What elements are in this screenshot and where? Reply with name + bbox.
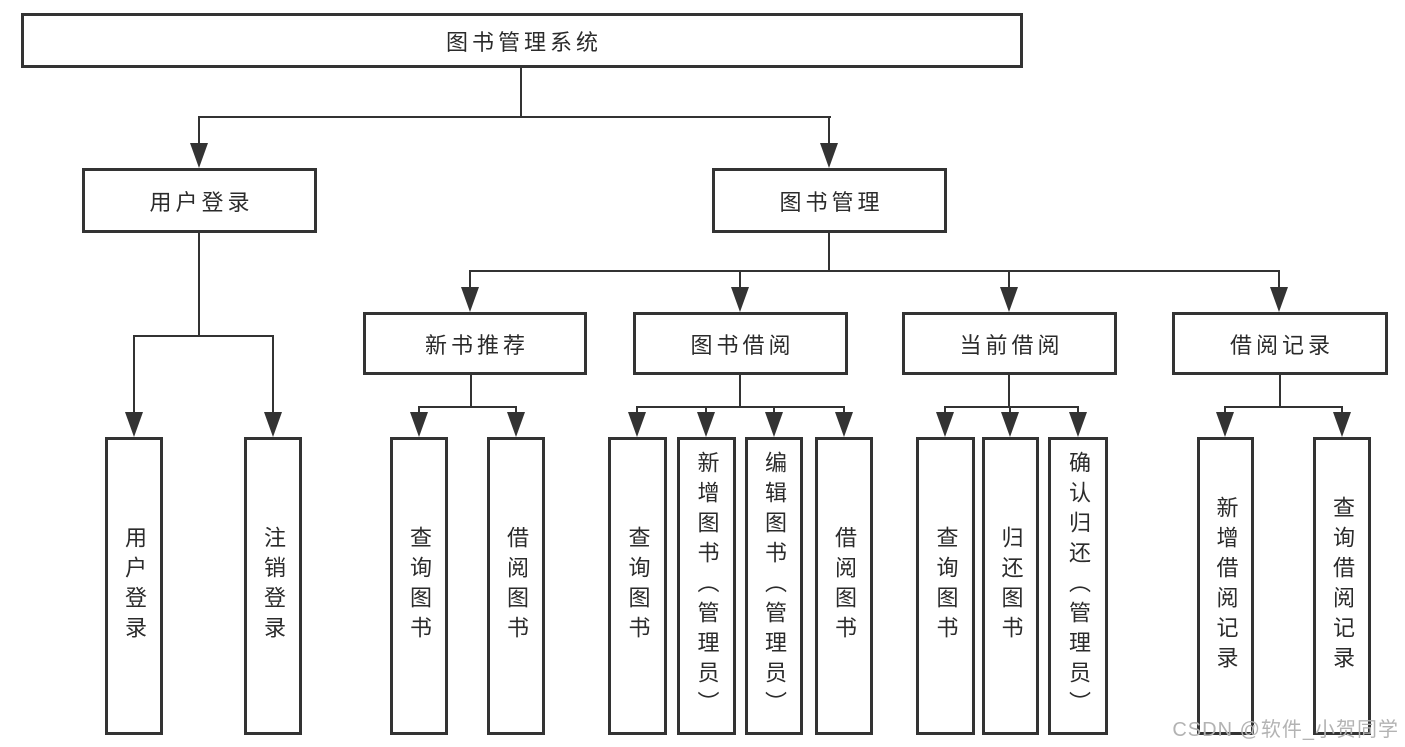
node-book-management: 图书管理: [712, 168, 947, 233]
connector-line: [1341, 406, 1343, 415]
node-root-library-system: 图书管理系统: [21, 13, 1023, 68]
arrow-down-icon: [461, 287, 479, 312]
arrow-down-icon: [264, 412, 282, 437]
connector-line: [944, 406, 946, 415]
leaf-bb-add-books-admin: 新增图书（管理员）: [677, 437, 736, 735]
arrow-down-icon: [410, 412, 428, 437]
connector-line: [198, 116, 200, 148]
connector-line: [198, 116, 831, 118]
connector-line: [1077, 406, 1079, 415]
arrow-down-icon: [765, 412, 783, 437]
connector-line: [418, 406, 517, 408]
leaf-logout: 注销登录: [244, 437, 302, 735]
connector-line: [470, 375, 472, 408]
connector-line: [773, 406, 775, 415]
connector-line: [469, 270, 471, 292]
connector-line: [1009, 406, 1011, 415]
leaf-cb-confirm-return-admin: 确认归还（管理员）: [1048, 437, 1108, 735]
connector-line: [1224, 406, 1343, 408]
leaf-user-login: 用户登录: [105, 437, 163, 735]
connector-line: [198, 233, 200, 337]
arrow-down-icon: [1000, 287, 1018, 312]
arrow-down-icon: [820, 143, 838, 168]
leaf-bb-edit-books-admin: 编辑图书（管理员）: [745, 437, 803, 735]
connector-line: [739, 270, 741, 292]
leaf-nbr-borrow-books: 借阅图书: [487, 437, 545, 735]
connector-line: [1008, 270, 1010, 292]
connector-line: [739, 375, 741, 408]
csdn-watermark: CSDN @软件_小贺同学: [1172, 719, 1399, 741]
connector-line: [515, 406, 517, 415]
arrow-down-icon: [507, 412, 525, 437]
connector-line: [1278, 270, 1280, 292]
connector-line: [828, 233, 830, 272]
arrow-down-icon: [190, 143, 208, 168]
leaf-nbr-query-books: 查询图书: [390, 437, 448, 735]
arrow-down-icon: [125, 412, 143, 437]
connector-line: [469, 270, 1280, 272]
leaf-bb-query-books: 查询图书: [608, 437, 667, 735]
arrow-down-icon: [1216, 412, 1234, 437]
connector-line: [828, 116, 830, 148]
arrow-down-icon: [628, 412, 646, 437]
connector-line: [944, 406, 1079, 408]
leaf-br-query-borrow-record: 查询借阅记录: [1313, 437, 1371, 735]
connector-line: [133, 335, 274, 337]
node-current-borrowing: 当前借阅: [902, 312, 1117, 375]
node-book-borrowing: 图书借阅: [633, 312, 848, 375]
arrow-down-icon: [1001, 412, 1019, 437]
connector-line: [636, 406, 845, 408]
leaf-cb-return-books: 归还图书: [982, 437, 1039, 735]
leaf-br-add-borrow-record: 新增借阅记录: [1197, 437, 1254, 735]
connector-line: [636, 406, 638, 415]
arrow-down-icon: [1333, 412, 1351, 437]
connector-line: [133, 335, 135, 415]
arrow-down-icon: [936, 412, 954, 437]
arrow-down-icon: [697, 412, 715, 437]
node-new-book-recommend: 新书推荐: [363, 312, 587, 375]
connector-line: [1224, 406, 1226, 415]
connector-line: [272, 335, 274, 415]
node-borrowing-records: 借阅记录: [1172, 312, 1388, 375]
node-user-login: 用户登录: [82, 168, 317, 233]
connector-line: [418, 406, 420, 415]
arrow-down-icon: [731, 287, 749, 312]
connector-line: [1279, 375, 1281, 408]
arrow-down-icon: [1069, 412, 1087, 437]
leaf-cb-query-books: 查询图书: [916, 437, 975, 735]
arrow-down-icon: [1270, 287, 1288, 312]
arrow-down-icon: [835, 412, 853, 437]
leaf-bb-borrow-books: 借阅图书: [815, 437, 873, 735]
connector-line: [843, 406, 845, 415]
connector-line: [520, 68, 522, 118]
connector-line: [705, 406, 707, 415]
connector-line: [1008, 375, 1010, 408]
